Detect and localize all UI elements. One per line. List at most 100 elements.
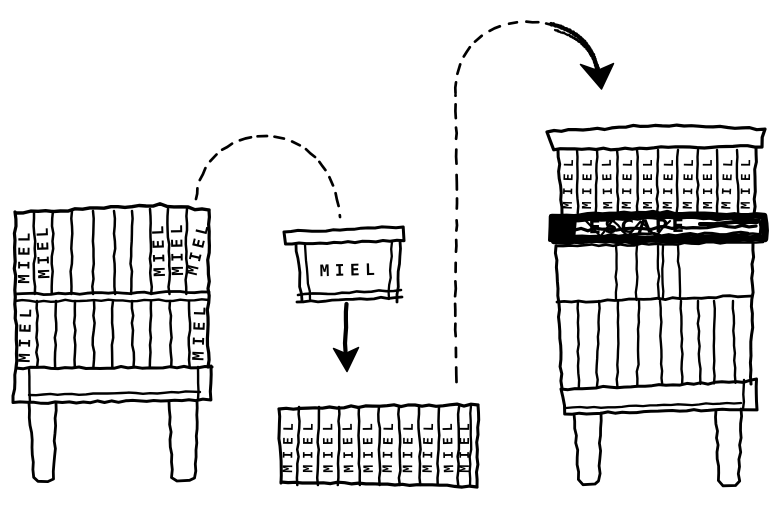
- dashed-arc-segment: [328, 175, 335, 187]
- slat-divider: [91, 209, 96, 296]
- slat-divider: [32, 209, 37, 296]
- slat-divider: [676, 244, 682, 301]
- base-bar-outline: [559, 377, 759, 416]
- slat-divider: [735, 148, 740, 215]
- frame-side-bar-inner: [387, 240, 394, 301]
- extracted-frames-row: MIEL MIEL MIEL MIEL MIEL MIEL MIEL MIEL …: [277, 402, 481, 489]
- dashed-arc-segment: [454, 126, 459, 141]
- arrow-curve: [553, 28, 599, 74]
- box-top-edge: [554, 240, 765, 248]
- lid-outline: [545, 123, 767, 152]
- slat-divider: [377, 405, 382, 487]
- slat-divider: [575, 148, 580, 215]
- frame-label: MIEL: [189, 301, 209, 361]
- arrow-left-arc: [194, 134, 342, 219]
- band-inner-outline: [554, 216, 762, 239]
- slat-divider: [110, 299, 115, 369]
- base-bar-end-cap: [741, 378, 746, 411]
- slat-divider: [635, 148, 640, 215]
- slat-divider: [148, 207, 154, 296]
- dashed-arc-segment: [273, 135, 286, 140]
- slat-divider: [91, 299, 96, 369]
- slat-divider: [695, 148, 700, 215]
- base-bar-inner-line: [27, 390, 202, 397]
- escape-board-band: ESCAPE: [548, 209, 769, 245]
- arrow-right-arc: [453, 20, 615, 384]
- slat-divider: [35, 299, 40, 369]
- frame-label: MIEL: [15, 228, 33, 283]
- right-hive: MIEL MIEL MIEL MIEL MIEL MIEL MIEL MIEL …: [545, 123, 769, 488]
- slat-divider: [712, 299, 716, 385]
- frame-label: MIEL: [599, 153, 616, 210]
- row-bottom-edge: [279, 480, 479, 489]
- dashed-arc-segment: [507, 20, 519, 26]
- slat-divider: [576, 299, 581, 389]
- frame-label: MIEL: [619, 153, 636, 210]
- slat-divider: [679, 299, 684, 386]
- slat-divider: [417, 405, 422, 487]
- slat-divider: [731, 299, 737, 384]
- frame-label: MIEL: [458, 417, 473, 472]
- band-outline-inner: [552, 214, 765, 241]
- frame-label: MIEL: [680, 153, 697, 210]
- honey-super: MIEL MIEL MIEL MIEL MIEL MIEL MIEL MIEL …: [556, 145, 758, 216]
- row-divider-line: [13, 290, 211, 296]
- frame-bottom-bar: [295, 295, 404, 304]
- scribble-stroke: [698, 219, 759, 227]
- leg: [572, 411, 603, 487]
- arrow-head: [579, 62, 615, 90]
- arrow-shaft: [342, 301, 349, 354]
- slat-divider: [112, 209, 117, 296]
- frame-label: MIEL: [341, 417, 358, 473]
- slat-divider: [635, 299, 641, 387]
- frame-label: MIEL: [149, 221, 169, 277]
- frame-label: MIEL: [441, 417, 458, 473]
- frame-label: MIEL: [321, 417, 336, 472]
- dashed-arc-segment: [453, 81, 458, 95]
- scribble-stroke: [573, 230, 750, 238]
- scribble-stroke: [584, 219, 672, 238]
- left-hive: MIEL MIEL MIEL MIEL MIEL MIEL MIEL: [11, 202, 214, 483]
- super-left-edge: [556, 148, 564, 216]
- slat-divider: [615, 148, 620, 215]
- slat-divider: [184, 207, 189, 296]
- frame-label: MIEL: [319, 260, 380, 281]
- row-top-edge: [277, 402, 480, 411]
- frame-bottom-bar-inner: [296, 288, 403, 297]
- frame-label: MIEL: [361, 417, 377, 473]
- slat-divider: [468, 404, 473, 488]
- hive-lid: [545, 123, 767, 152]
- base-bar-inner-line: [564, 401, 743, 410]
- frame-label: MIEL: [640, 153, 655, 209]
- slat-divider: [436, 405, 441, 487]
- frame-side-bar: [395, 239, 402, 304]
- dashed-arc-segment: [318, 160, 327, 172]
- slat-divider: [130, 299, 136, 369]
- box-right-edge: [205, 208, 211, 369]
- frame-label: MIEL: [301, 417, 316, 472]
- slat-divider: [661, 244, 665, 301]
- slat-divider: [656, 244, 661, 301]
- down-arrow: [332, 301, 360, 373]
- slat-divider: [456, 405, 461, 487]
- left-hive-stand: [11, 364, 214, 483]
- slat-divider: [658, 299, 664, 387]
- slat-divider: [397, 405, 402, 487]
- slat-divider: [614, 244, 618, 302]
- dashed-arc-segment: [220, 142, 234, 152]
- right-hive-stand: [559, 377, 759, 488]
- base-bar-top: [14, 364, 214, 371]
- single-honey-frame: MIEL: [282, 225, 406, 304]
- slat-divider: [595, 299, 601, 388]
- slat-divider: [655, 148, 660, 215]
- slat-divider: [69, 209, 74, 296]
- frame-label: MIEL: [718, 153, 735, 210]
- frame-label: MIEL: [381, 417, 397, 473]
- base-bar-end-cap: [27, 366, 32, 404]
- row-divider-line: [555, 294, 754, 304]
- slat-divider: [72, 299, 77, 369]
- dashed-arc-segment: [290, 140, 302, 147]
- frame-label: MIEL: [33, 223, 53, 279]
- dashed-arc-segment: [525, 20, 540, 24]
- slat-divider: [295, 405, 301, 487]
